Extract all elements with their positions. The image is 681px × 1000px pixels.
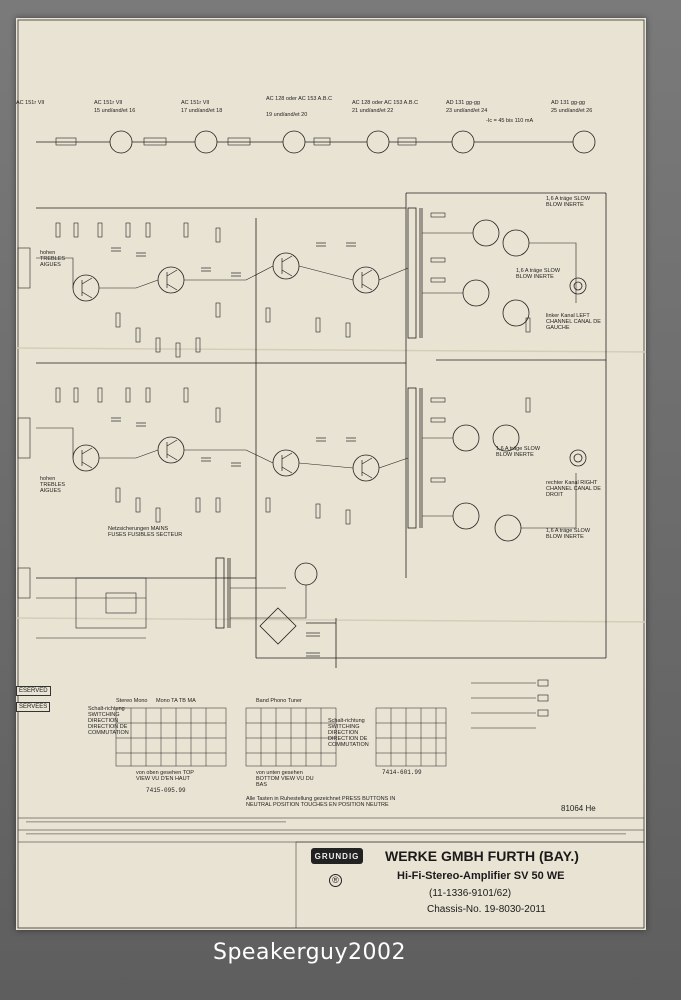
phono-label: Band Phono Tuner xyxy=(256,698,302,704)
fuse-label-2: 1,6 A träge SLOW BLOW INERTE xyxy=(516,268,561,280)
treble-label-upper: hohen TREBLES AIGUES xyxy=(40,250,66,268)
press-buttons-note: Alle Tasten in Ruhestellung gezeichnet P… xyxy=(246,796,396,808)
reserved-tag-2: SERVEES xyxy=(16,702,51,712)
fuse-label-1: 1,6 A träge SLOW BLOW INERTE xyxy=(546,196,591,208)
title-block: GRUNDIG ® WERKE GMBH FURTH (BAY.) Hi-Fi-… xyxy=(301,844,631,924)
header-note: -Ic = 45 bis 110 mA xyxy=(486,118,534,124)
mains-fuses-note: Netzsicherungen MAINS FUSES FUSIBLES SEC… xyxy=(108,526,183,538)
header-label-6: AD 131 gg-gg xyxy=(446,100,480,106)
switching-direction-note-2: Schalt-richtung SWITCHING DIRECTION DIRE… xyxy=(328,718,369,748)
header-sublabel-1: 15 und/and/et 16 xyxy=(94,108,136,114)
top-view-note: von oben gesehen TOP VIEW VU D'EN HAUT xyxy=(136,770,194,782)
fuse-label-3: 1,6 A träge SLOW BLOW INERTE xyxy=(496,446,541,458)
stereo-mono-label: Stereo Mono xyxy=(116,698,148,704)
registered-mark-icon: ® xyxy=(329,874,342,887)
part-number: (11-1336-9101/62) xyxy=(429,888,512,899)
part-number-a: 7415-095.99 xyxy=(146,787,186,794)
schematic-drawing xyxy=(16,19,646,929)
header-sublabel-2: 17 und/and/et 18 xyxy=(181,108,223,114)
watermark-text: Speakerguy2002 xyxy=(213,940,407,965)
header-label-1: AC 151r VII xyxy=(16,100,45,106)
header-label-3: AC 151r VII xyxy=(181,100,210,106)
header-label-2: AC 151r VII xyxy=(94,100,123,106)
bottom-view-note: von unten gesehen BOTTOM VIEW VU DU BAS xyxy=(256,770,314,788)
company-name: WERKE GMBH FURTH (BAY.) xyxy=(385,848,579,864)
model-name: Hi-Fi-Stereo-Amplifier SV 50 WE xyxy=(397,870,565,882)
part-number-b: 7414-601.99 xyxy=(382,769,422,776)
header-sublabel-3: 19 und/and/et 20 xyxy=(266,112,308,118)
header-sublabel-4: 21 und/and/et 22 xyxy=(352,108,394,114)
mono-tuner-label: Mono TA TB MA xyxy=(156,698,196,704)
document-number: 81064 He xyxy=(561,804,596,813)
schematic-sheet: AC 151r VII AC 151r VII AC 151r VII AC 1… xyxy=(16,18,646,930)
left-channel-label: linker Kanal LEFT CHANNEL CANAL DE GAUCH… xyxy=(546,313,601,331)
switching-direction-note: Schalt-richtung SWITCHING DIRECTION DIRE… xyxy=(88,706,129,736)
header-sublabel-6: 25 und/and/et 26 xyxy=(551,108,593,114)
treble-label-lower: hohen TREBLES AIGUES xyxy=(40,476,66,494)
header-label-7: AD 131 gg-gg xyxy=(551,100,585,106)
reserved-tag-1: ESERVED xyxy=(16,686,51,696)
right-channel-label: rechter Kanal RIGHT CHANNEL CANAL DE DRO… xyxy=(546,480,601,498)
header-label-4: AC 128 oder AC 153 A.B.C xyxy=(266,96,333,102)
fuse-label-4: 1,6 A träge SLOW BLOW INERTE xyxy=(546,528,591,540)
grundig-logo: GRUNDIG xyxy=(311,848,363,864)
chassis-number: Chassis-No. 19-8030-2011 xyxy=(427,904,546,915)
header-label-5: AC 128 oder AC 153 A.B.C xyxy=(352,100,419,106)
header-sublabel-5: 23 und/and/et 24 xyxy=(446,108,488,114)
